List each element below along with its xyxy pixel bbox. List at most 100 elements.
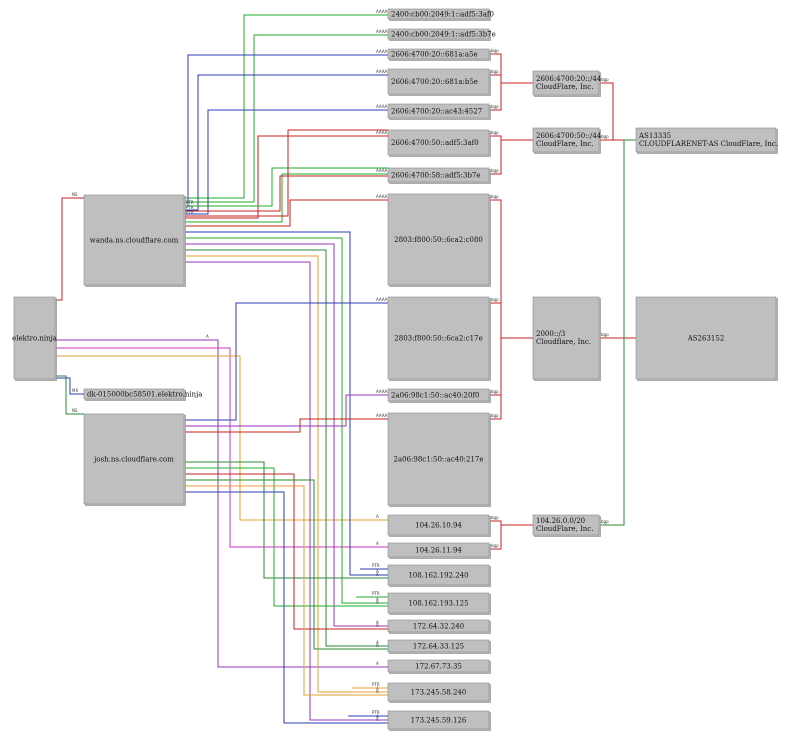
node-v6-9[interactable]: 2803:f800:50::6ca2:c17e <box>387 296 491 381</box>
edge-bgp-v6_5-label: bgp <box>491 104 499 109</box>
edge-as-pfx1 <box>599 82 636 141</box>
node-v4-8[interactable]: 173.245.58.240 <box>387 682 491 703</box>
node-dk[interactable]: dk-015000bc58501.elektro.ninja <box>83 388 202 401</box>
node-v6-7[interactable]: 2606:4700:58::adf5:3b7e <box>387 167 491 184</box>
edge-bgp-v6_4-label: bgp <box>491 69 499 74</box>
edge-josh-v4_4-label: A <box>376 600 379 605</box>
node-v4-7[interactable]: 172.67.73.35 <box>387 659 491 674</box>
edge-elektro-v4-7 <box>55 339 388 668</box>
node-elektro[interactable]: elektro.ninja <box>12 296 57 381</box>
node-v4-1[interactable]: 104.26.10.94 <box>387 514 491 537</box>
node-label: 104.26.0.0/20 <box>536 517 585 525</box>
edge-josh-v4_5-label: A <box>376 623 379 628</box>
node-label: 104.26.10.94 <box>415 522 462 530</box>
node-v6-1[interactable]: 2400:cb00:2049:1::adf5:3af0 <box>387 8 494 21</box>
node-v4-9[interactable]: 173.245.59.126 <box>387 710 491 731</box>
edge-josh-v4_3 <box>184 461 388 579</box>
graph-edges: NSNSMXAAAAAAAAAAAAAAAAAAAAAAAAAAAAAAAAAA… <box>55 9 636 724</box>
edge-bgp-v6_10 <box>489 337 533 396</box>
node-v6-11[interactable]: 2a06:98c1:50::ac40:217e <box>387 412 491 507</box>
node-box <box>83 413 185 505</box>
edge-wanda-v6_5-label: AAAA <box>376 104 388 109</box>
node-box <box>387 48 490 60</box>
node-v6-3[interactable]: 2606:4700:20::681a:a5e <box>387 48 491 61</box>
node-v6-5[interactable]: 2606:4700:20::ac43:4527 <box>387 103 491 120</box>
edge-josh-v4_3-label: A <box>376 572 379 577</box>
edge-wanda-v6_2 <box>184 34 388 203</box>
edge-wanda-v4_5 <box>184 243 388 627</box>
node-label: CloudFlare, Inc. <box>536 83 593 91</box>
node-box <box>387 388 490 402</box>
node-v4-5[interactable]: 172.64.32.240 <box>387 619 491 634</box>
edge-josh-v4_8-label: A <box>376 689 379 694</box>
edge-wanda-v6_2-label: AAAA <box>376 29 388 34</box>
node-box <box>387 28 490 40</box>
node-wanda[interactable]: wanda.ns.cloudflare.com <box>83 194 186 287</box>
edge-wanda-v4_6 <box>184 249 388 647</box>
edge-elektro-v4-2-label: A <box>376 541 379 546</box>
edge-elektro-dk-label: MX <box>72 388 78 393</box>
node-label: 172.67.73.35 <box>415 663 462 671</box>
node-label: 2400:cb00:2049:1::adf5:3af0 <box>391 11 494 19</box>
edge-elektro-v4-1-label: A <box>376 514 379 519</box>
edge-ptr-wanda-0-label: PTR <box>186 200 194 205</box>
edge-wanda-v6_6-label: AAAA <box>376 130 388 135</box>
node-as2[interactable]: AS263152 <box>635 296 778 381</box>
node-box <box>387 682 490 702</box>
edge-josh-v4_9 <box>184 491 388 724</box>
edge-ptr-wanda-1 <box>184 175 388 212</box>
edge-ptr-wanda-0 <box>184 167 388 207</box>
node-v6-4[interactable]: 2606:4700:20::681a:b5e <box>387 68 491 96</box>
edge-josh-v4_6-label: A <box>376 643 379 648</box>
node-label: 108.162.193.125 <box>408 600 468 608</box>
node-v4-2[interactable]: 104.26.11.94 <box>387 542 491 559</box>
node-box <box>387 564 490 586</box>
edge-ptr-wanda-2-label: PTR <box>186 210 194 215</box>
edge-bgp-v6_9-label: bgp <box>491 297 499 302</box>
edge-josh-v6_11 <box>184 418 388 433</box>
node-label: 2a06:98c1:50::ac40:217e <box>393 456 483 464</box>
node-label: 173.245.58.240 <box>411 689 467 697</box>
node-v6-10[interactable]: 2a06:98c1:50::ac40:20f0 <box>387 388 491 403</box>
edge-wanda-v6_7 <box>184 173 388 223</box>
node-label: 2606:4700:20::ac43:4527 <box>391 108 482 116</box>
edge-ptr-josh-3-label: PTR <box>372 710 380 715</box>
node-v6-8[interactable]: 2803:f800:50::6ca2:c080 <box>387 193 491 287</box>
edge-josh-v6_11-label: AAAA <box>376 413 388 418</box>
node-label: 172.64.33.125 <box>413 643 464 651</box>
edge-josh-v4_8 <box>184 485 388 696</box>
node-v4-6[interactable]: 172.64.33.125 <box>387 639 491 654</box>
edge-bgp-v6_11 <box>489 337 533 420</box>
node-v4-4[interactable]: 108.162.193.125 <box>387 592 491 615</box>
edge-bgp-v6_8-label: bgp <box>491 194 499 199</box>
edge-wanda-v6_7-label: AAAA <box>376 168 388 173</box>
edge-wanda-v6_5 <box>184 109 388 215</box>
node-box <box>387 542 490 558</box>
node-label: CLOUDFLARENET-AS CloudFlare, Inc. <box>639 140 778 148</box>
node-label: 2606:4700:50::/44 <box>536 132 602 140</box>
node-box <box>532 70 600 96</box>
edge-elektro-wanda-label: NS <box>72 192 78 197</box>
node-label: 2803:f800:50::6ca2:c080 <box>394 236 483 244</box>
edge-wanda-v4_3-label: A <box>376 569 379 574</box>
edge-as-pfx2-label: bgp <box>601 134 609 139</box>
node-v4-3[interactable]: 108.162.192.240 <box>387 564 491 587</box>
node-label: wanda.ns.cloudflare.com <box>90 237 179 245</box>
node-v6-6[interactable]: 2606:4700:50::adf5:3af0 <box>387 129 491 157</box>
node-box <box>635 127 777 153</box>
edge-wanda-v6_6 <box>184 135 388 219</box>
node-label: AS263152 <box>687 335 725 343</box>
node-label: 104.26.11.94 <box>415 547 462 555</box>
node-box <box>532 127 600 153</box>
node-josh[interactable]: josh.ns.cloudflare.com <box>83 413 186 506</box>
node-box <box>387 193 490 286</box>
edge-bgp-v6_3-label: bgp <box>491 48 499 53</box>
edge-bgp-v6_10-label: bgp <box>491 389 499 394</box>
node-label: 2400:cb00:2049:1::adf5:3b7e <box>391 31 496 39</box>
node-v6-2[interactable]: 2400:cb00:2049:1::adf5:3b7e <box>387 28 496 41</box>
